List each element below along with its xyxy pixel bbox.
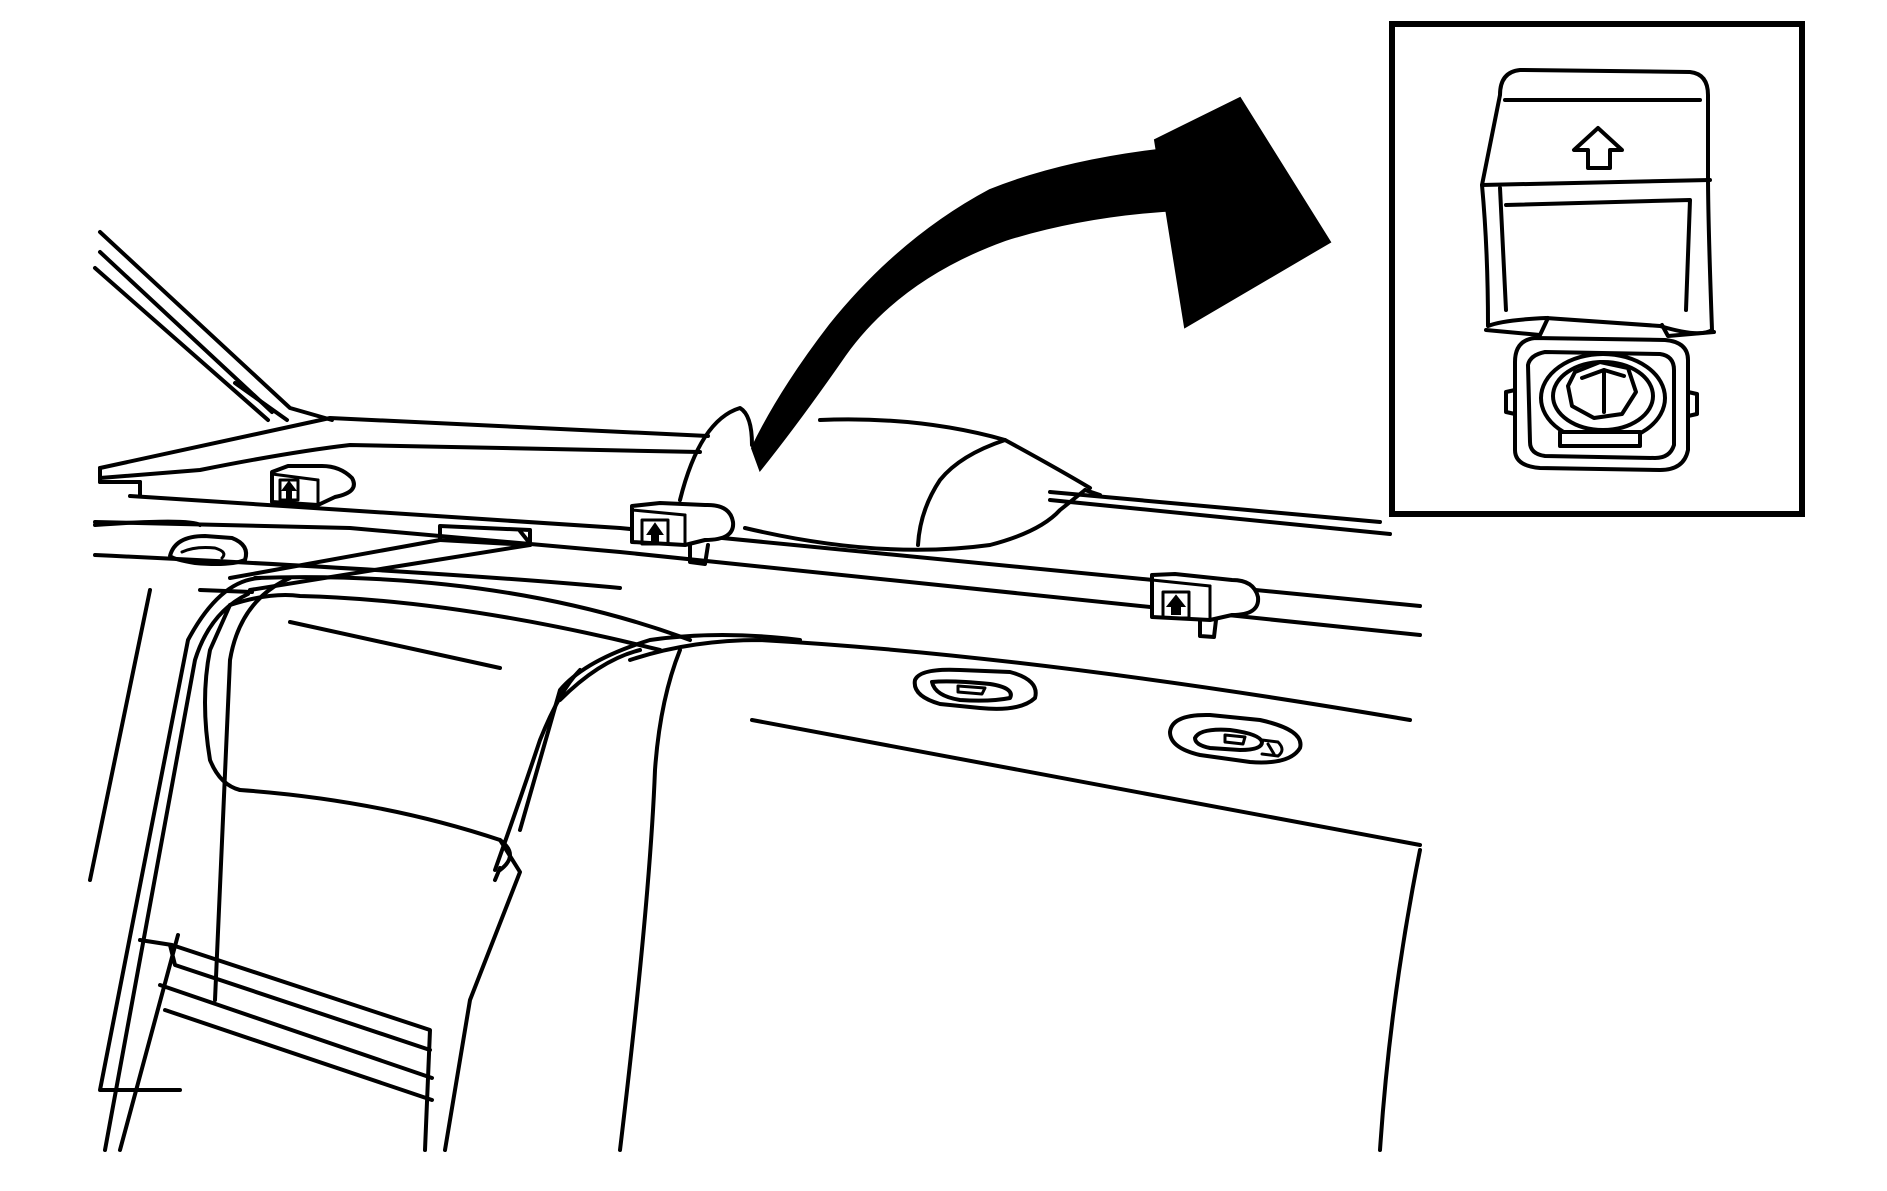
- center-tether-cover: [630, 501, 736, 566]
- detail-inset: [1389, 21, 1805, 517]
- curved-arrow-icon: [750, 96, 1332, 473]
- rear-window-trim: [93, 230, 334, 422]
- right-tether-cover: [1150, 572, 1261, 639]
- left-seatback: [88, 575, 692, 1152]
- right-belt-pocket: [1168, 712, 1303, 765]
- right-seatback: [493, 633, 1422, 1152]
- open-cover-lid: [1480, 68, 1716, 338]
- left-tether-cover: [270, 464, 356, 507]
- anchor-bolt: [1539, 352, 1667, 448]
- center-headrest: [678, 406, 1092, 552]
- center-belt-pocket: [912, 667, 1038, 711]
- left-shelf-pocket: [168, 534, 249, 566]
